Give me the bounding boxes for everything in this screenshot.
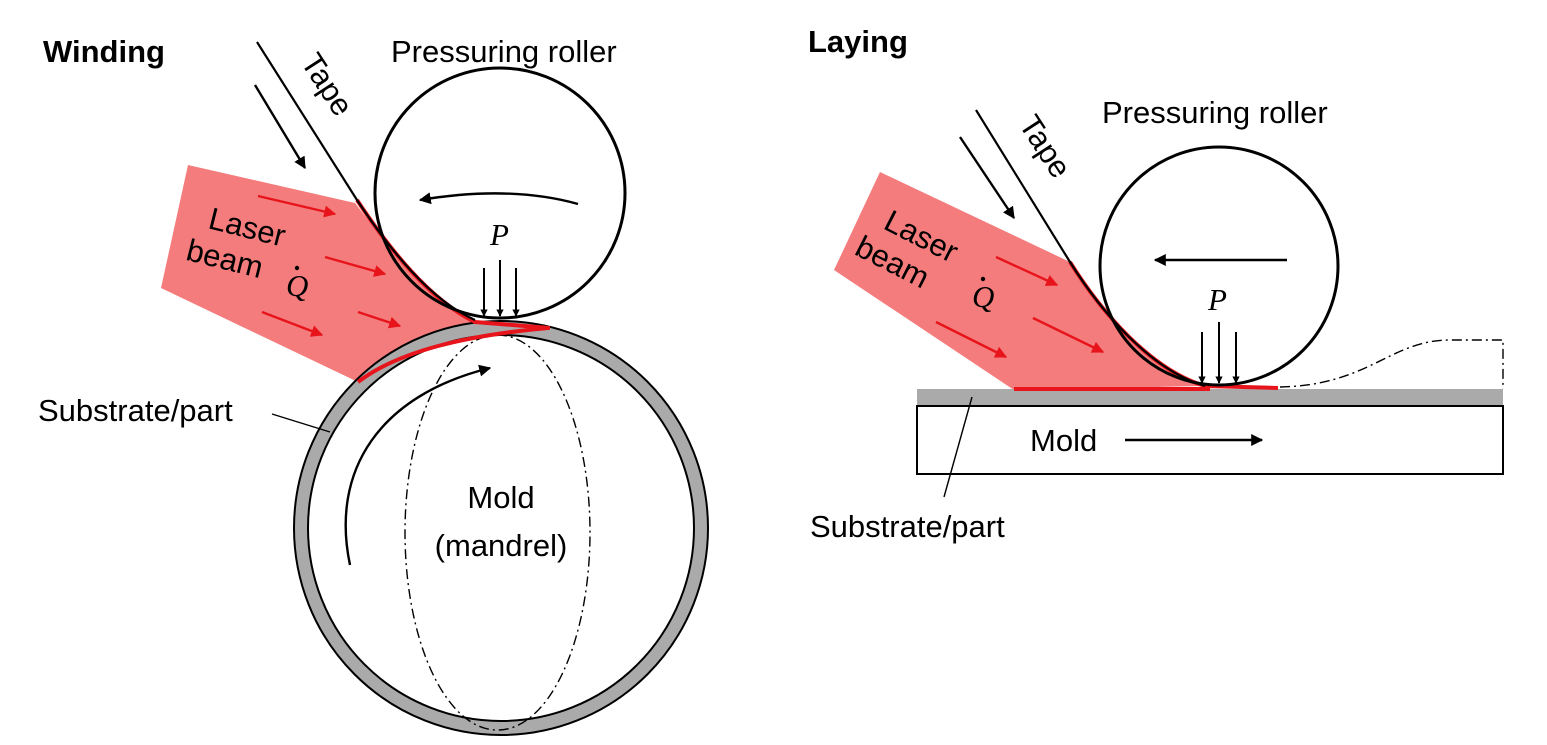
laser-arrow (935, 320, 1008, 359)
winding-panel: Winding Pressuring roller Tape Laser bea… (38, 34, 709, 736)
winding-substrate-leader (271, 413, 331, 433)
winding-pressure-symbol: P (489, 217, 509, 252)
laying-substrate-label: Substrate/part (810, 509, 1005, 544)
winding-mold-label-2: (mandrel) (435, 528, 568, 563)
winding-heat-dot (294, 265, 300, 271)
laying-tape-arrow (959, 136, 1015, 219)
laying-heading: Laying (808, 24, 908, 59)
winding-mandrel-outer (293, 320, 709, 736)
winding-roller-rotation-arrow (418, 192, 579, 206)
winding-mandrel-rotation-arrow (344, 364, 492, 566)
laying-laser-arrows (935, 255, 1105, 359)
winding-roller-label: Pressuring roller (391, 34, 617, 69)
laying-heat-dot (980, 276, 986, 282)
laser-arrow (357, 310, 402, 329)
laying-mold-label: Mold (1030, 423, 1097, 458)
laying-laser-beam (834, 172, 1205, 390)
winding-heat-symbol: Q (286, 268, 308, 303)
winding-tape-label: Tape (294, 47, 360, 122)
laying-pressure-symbol: P (1207, 282, 1227, 317)
winding-mold-label-1: Mold (467, 480, 534, 515)
winding-substrate-ring (294, 321, 708, 735)
laser-arrow (261, 310, 324, 337)
laying-tape (975, 109, 1206, 388)
laying-substrate-leader (943, 396, 973, 498)
laying-pressure-roller (1098, 145, 1340, 387)
laying-panel: Laying Pressuring roller Tape Laser beam… (808, 24, 1504, 544)
winding-heading: Winding (43, 34, 165, 69)
laying-roller-label: Pressuring roller (1102, 95, 1328, 130)
winding-tape-arrow (253, 84, 307, 170)
laser-arrow (257, 194, 337, 218)
laying-part-outline (1279, 339, 1504, 389)
winding-pressure-arrows (480, 260, 520, 317)
laser-arrow (995, 255, 1059, 287)
winding-laser-arrows (257, 194, 402, 337)
winding-substrate-label: Substrate/part (38, 393, 233, 428)
laying-tape-label: Tape (1012, 109, 1078, 184)
laying-substrate-strip (917, 389, 1503, 406)
winding-pressure-roller (373, 66, 627, 320)
laying-heat-symbol: Q (972, 279, 994, 314)
laser-arrow (1032, 316, 1105, 354)
laser-arrow (324, 255, 387, 277)
laying-pressure-arrows (1198, 322, 1240, 384)
